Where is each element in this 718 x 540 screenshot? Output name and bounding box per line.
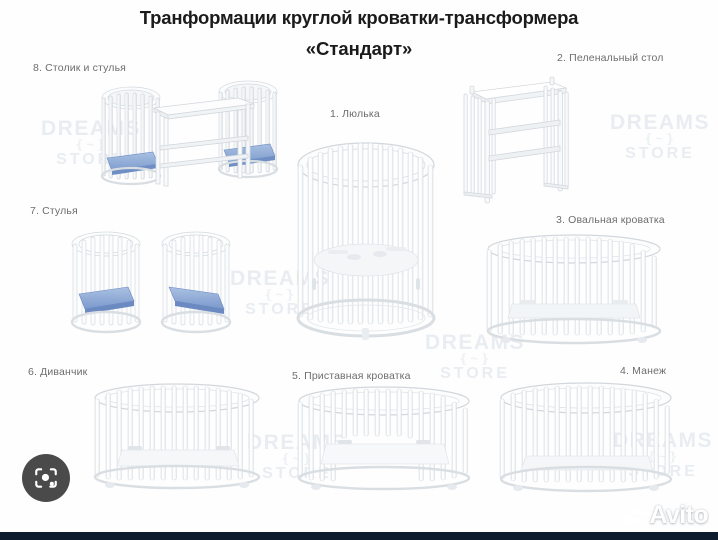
figure-stulya — [62, 222, 240, 348]
label-lyulka: 1. Люлька — [330, 108, 380, 120]
figure-stolik-i-stulya — [98, 72, 284, 204]
label-pelenalnyj-stol: 2. Пеленальный стол — [557, 52, 664, 64]
figure-pelenalnyj-stol — [448, 68, 574, 210]
bottom-bar — [0, 532, 718, 540]
avito-watermark: Avito — [620, 501, 709, 529]
avito-dots-icon — [621, 505, 646, 525]
google-lens-icon — [35, 468, 57, 488]
figure-pristavnaya-krovatka — [288, 382, 480, 500]
figure-lyulka — [292, 132, 440, 340]
watermark-swirl-icon: ❴~❵ — [643, 131, 677, 147]
label-divanchik: 6. Диванчик — [28, 366, 88, 378]
avito-label: Avito — [649, 501, 708, 529]
google-lens-button[interactable] — [22, 454, 70, 502]
figure-divanchik — [84, 378, 270, 498]
watermark-swirl-icon: ❴~❵ — [458, 351, 492, 367]
watermark-dreams-store: DREAMS ❴~❵ STORE — [595, 111, 718, 162]
title-line-1: Транформации круглой кроватки-трансформе… — [139, 7, 579, 28]
label-manezh: 4. Манеж — [620, 365, 667, 377]
label-stolik-i-stulya: 8. Столик и стулья — [33, 62, 127, 74]
label-ovalnaya-krovatka: 3. Овальная кроватка — [556, 214, 665, 226]
title-line-2: «Стандарт» — [305, 38, 413, 59]
label-stulya: 7. Стулья — [30, 205, 78, 217]
figure-ovalnaya-krovatka — [476, 230, 672, 354]
poster-title: Транформации круглой кроватки-трансформе… — [0, 6, 718, 61]
label-pristavnaya: 5. Приставная кроватка — [292, 370, 411, 382]
figure-manezh — [490, 378, 682, 500]
